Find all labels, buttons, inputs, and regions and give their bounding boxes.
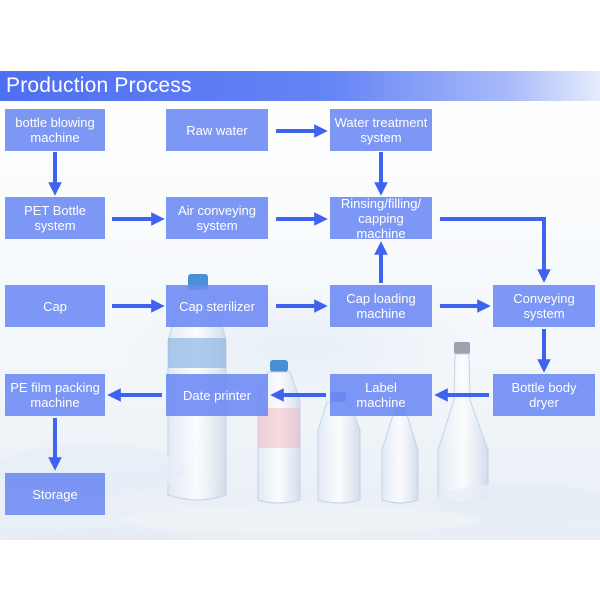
step-bottle-blowing-machine: bottle blowing machine — [5, 109, 105, 151]
step-label-machine: Label machine — [330, 374, 432, 416]
step-conveying-system: Conveying system — [493, 285, 595, 327]
step-date-printer: Date printer — [166, 374, 268, 416]
step-pe-film-packing-machine: PE film packing machine — [5, 374, 105, 416]
step-rinsing-filling-capping-machine: Rinsing/filling/ capping machine — [330, 196, 432, 241]
step-water-treatment-system: Water treatment system — [330, 109, 432, 151]
title-bar: Production Process — [0, 71, 600, 101]
page-title: Production Process — [6, 74, 192, 97]
arrow-rinsing-to-conveying — [440, 217, 551, 283]
step-bottle-body-dryer: Bottle body dryer — [493, 374, 595, 416]
step-air-conveying-system: Air conveying system — [166, 197, 268, 239]
step-cap-loading-machine: Cap loading machine — [330, 285, 432, 327]
step-cap: Cap — [5, 285, 105, 327]
step-pet-bottle-system: PET Bottle system — [5, 197, 105, 239]
step-raw-water: Raw water — [166, 109, 268, 151]
step-storage: Storage — [5, 473, 105, 515]
step-cap-sterilizer: Cap sterilizer — [166, 285, 268, 327]
